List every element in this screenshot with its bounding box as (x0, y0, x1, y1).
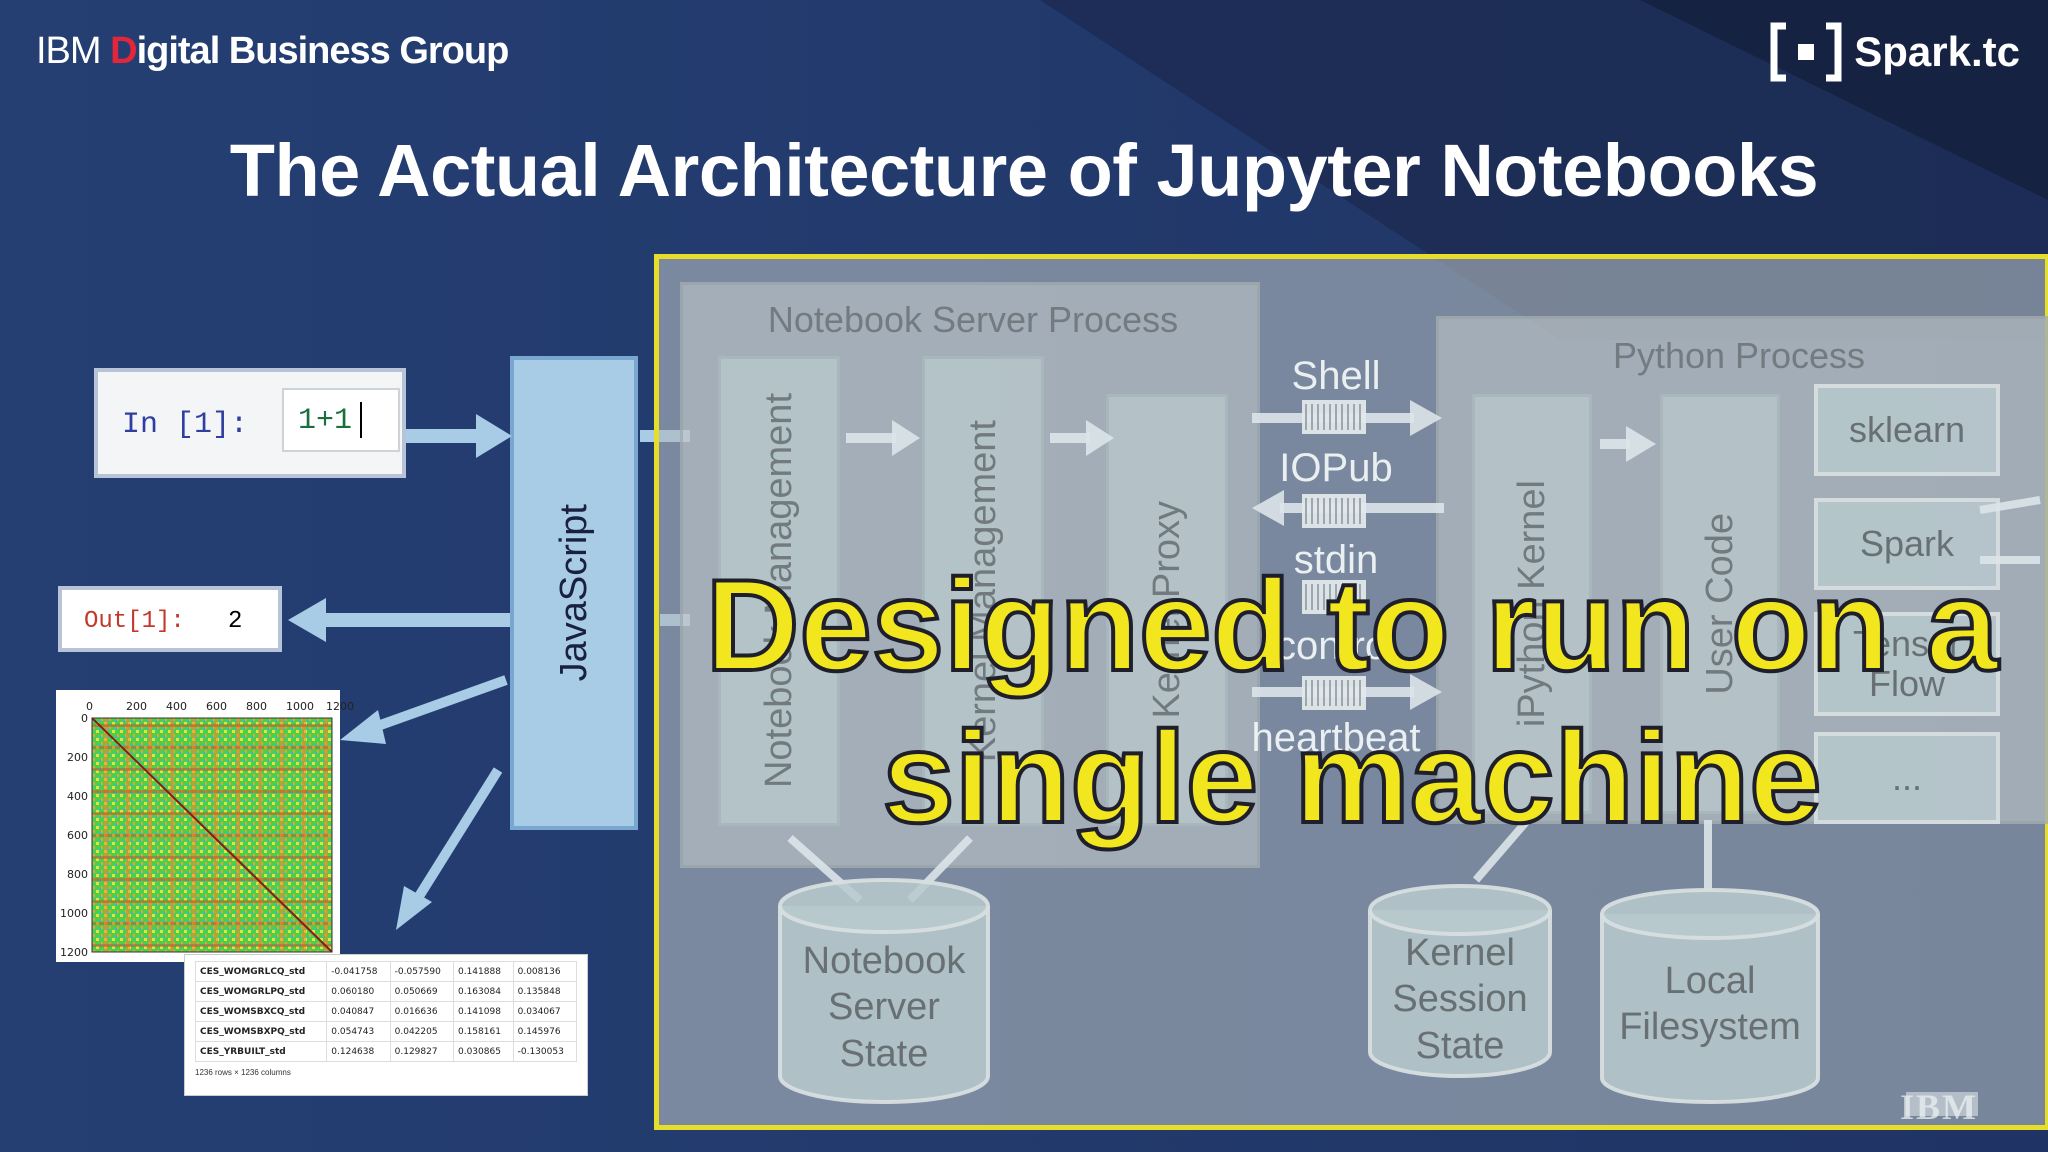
heatmap-x-tick: 800 (246, 700, 267, 713)
heatmap-x-tick: 0 (86, 700, 93, 713)
heatmap-output: 0 200 400 600 800 1000 1200 0 200 400 600 800 1000 1… (56, 690, 354, 962)
nb-state-line3: State (839, 1032, 929, 1075)
heatmap-y-tick: 1200 (60, 946, 88, 959)
heatmap-y-tick: 400 (67, 790, 88, 803)
ibm-footer-logo: IBM (1900, 1087, 1978, 1127)
table-cell: 0.129827 (389, 1041, 454, 1062)
local-fs-line2: Filesystem (1619, 1006, 1801, 1049)
code-input[interactable]: 1+1 (282, 388, 400, 452)
local-fs-line1: Local (1664, 960, 1756, 1002)
kernel-proxy-column: Kernel Proxy (1106, 394, 1228, 826)
heatmap-y-tick: 0 (81, 712, 88, 725)
heatmap-y-tick: 600 (67, 829, 88, 842)
lib-more-label: ... (1891, 757, 1922, 799)
kernel-session-state-store: Kernel Session State (1370, 930, 1550, 1069)
heatmap-y-tick: 800 (67, 868, 88, 881)
brand-group: igital Business Group (136, 30, 510, 72)
kernel-state-line1: Kernel (1405, 932, 1515, 974)
lib-more: ... (1814, 732, 2000, 824)
heatmap-x-tick: 400 (166, 700, 187, 713)
input-cell: In [1]: 1+1 (94, 368, 406, 478)
notebook-server-title: Notebook Server Process (767, 299, 1179, 340)
lib-tensorflow: Tensor Flow (1814, 612, 2000, 716)
javascript-box: JavaScript (510, 356, 638, 830)
kernel-state-line2: Session (1392, 978, 1528, 1021)
python-process-title: Python Process (1612, 335, 1866, 376)
brand-ibm: IBM (36, 30, 102, 72)
kernel-state-line3: State (1415, 1024, 1505, 1067)
lib-spark: Spark (1814, 498, 2000, 590)
output-cell: Out[1]: 2 (58, 586, 282, 652)
table-row-label: CES_YRBUILT_std (194, 1041, 328, 1062)
ipython-kernel-column: iPython Kernel (1472, 394, 1592, 814)
notebook-server-state-store: Notebook Server State (780, 938, 988, 1077)
overlay-text-line1: Designed to run on a (704, 552, 2001, 698)
in-prompt: In [1]: (122, 408, 249, 442)
lib-sklearn: sklearn (1814, 384, 2000, 476)
local-filesystem-store: Local Filesystem (1602, 958, 1818, 1051)
heatmap-x-tick: 600 (206, 700, 227, 713)
nb-state-line1: Notebook (802, 940, 966, 982)
heatmap-y-tick: 200 (67, 751, 88, 764)
table-cell: -0.130053 (512, 1041, 578, 1062)
code-text: 1+1 (298, 404, 353, 438)
kernel-management-column: Kernel Management (922, 356, 1044, 826)
dataframe-footer: 1236 rows × 1236 columns (195, 1068, 291, 1077)
heatmap-x-tick: 200 (126, 700, 147, 713)
slide-title: The Actual Architecture of Jupyter Noteb… (229, 129, 1819, 212)
out-value: 2 (228, 608, 243, 635)
lib-tensorflow-line1: Tensor (1852, 623, 1962, 665)
channel-iopub: IOPub (1279, 446, 1393, 490)
out-prompt: Out[1]: (84, 608, 185, 635)
nb-state-line2: Server (828, 986, 940, 1029)
text-cursor (360, 402, 362, 438)
heatmap-x-tick: 1200 (326, 700, 354, 713)
spark-brackets-icon (1770, 22, 1842, 82)
architecture-arrows (778, 400, 2041, 1116)
user-code-column: User Code (1660, 394, 1780, 814)
spark-logo: Spark.tc (1768, 22, 2020, 82)
channel-control: control (1275, 624, 1397, 668)
channel-stdin: stdin (1293, 538, 1379, 582)
channel-heartbeat: heartbeat (1251, 716, 1421, 760)
heatmap-y-tick: 1000 (60, 907, 88, 920)
notebook-management-column: Notebook Management (718, 356, 840, 826)
lib-sklearn-label: sklearn (1848, 409, 1966, 451)
channel-shell: Shell (1291, 354, 1381, 398)
overlay-text-line2: single machine (880, 704, 1823, 850)
client-arrows (288, 414, 690, 930)
brand-d: D (110, 30, 137, 72)
lib-tensorflow-line2: Flow (1868, 663, 1945, 704)
brand-logo: IBM Digital Business Group (36, 30, 510, 73)
heatmap-x-tick: 1000 (286, 700, 314, 713)
spark-logo-text: Spark.tc (1854, 28, 2020, 75)
lib-spark-label: Spark (1859, 523, 1955, 565)
